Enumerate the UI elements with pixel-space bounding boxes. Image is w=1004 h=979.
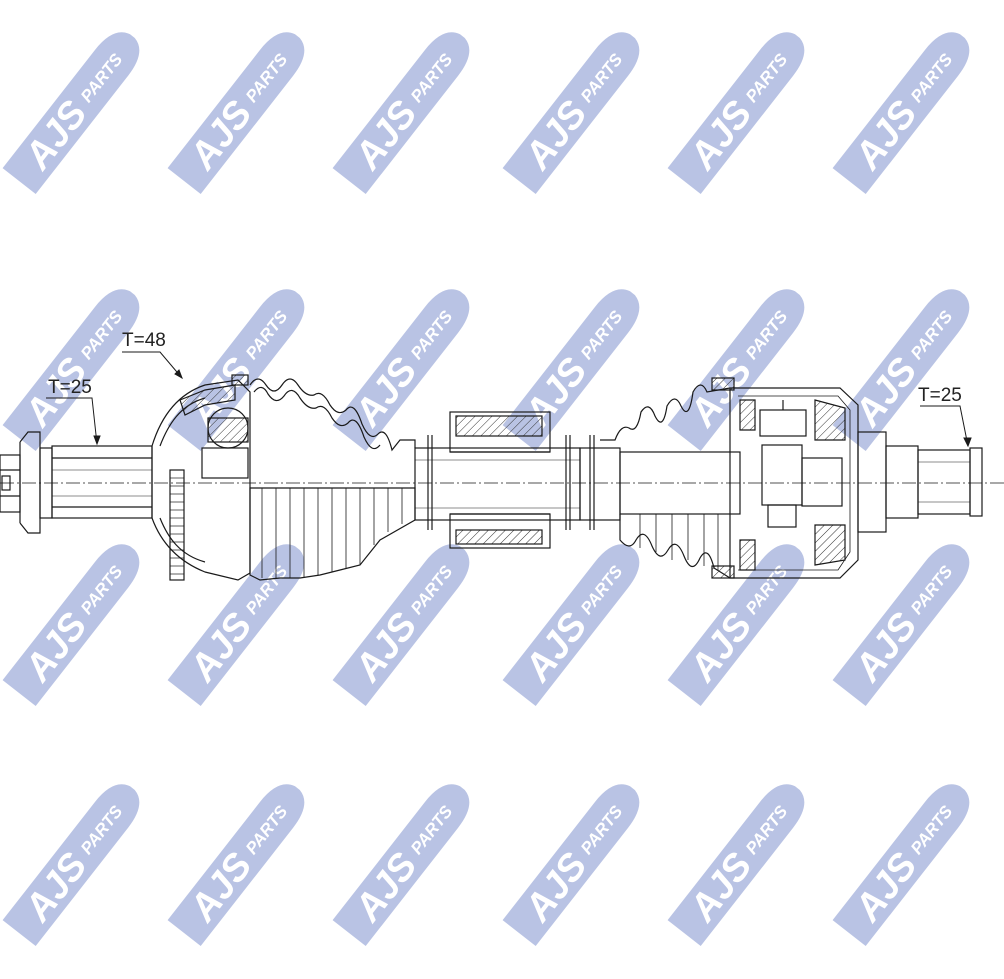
main-shaft [414, 435, 581, 530]
watermark-badge [332, 544, 470, 707]
outer-cv-joint [151, 374, 251, 581]
right-stub [857, 431, 983, 533]
watermark-badge [667, 784, 805, 947]
watermark-badge [667, 32, 805, 195]
watermark-badge [167, 32, 305, 195]
watermark-badge [2, 289, 140, 452]
inner-tripod-joint [729, 387, 859, 579]
watermark-badge [2, 544, 140, 707]
watermark-badge [502, 784, 640, 947]
inner-boot [600, 377, 735, 579]
watermark-badge [332, 784, 470, 947]
left-spline-shaft [51, 445, 153, 519]
outer-boot [249, 378, 416, 581]
callout-leaders [46, 351, 972, 448]
watermark-badge [332, 32, 470, 195]
watermark-badge [667, 289, 805, 452]
watermark-badge [832, 289, 970, 452]
watermark-badge [502, 32, 640, 195]
watermark-badge [167, 784, 305, 947]
watermark-badge [2, 32, 140, 195]
watermark-badge [502, 544, 640, 707]
watermark-badge [832, 32, 970, 195]
axle-assembly [0, 351, 1004, 581]
watermark-badge [667, 544, 805, 707]
right-stub-spec: T=25 [918, 385, 962, 406]
watermark-layer: AJSPARTSAJSPARTSAJSPARTSAJSPARTSAJSPARTS… [2, 32, 970, 947]
watermark-badge [332, 289, 470, 452]
watermark-badge [502, 289, 640, 452]
watermark-badge [832, 784, 970, 947]
left-threaded-stub [0, 431, 53, 534]
watermark-badge [832, 544, 970, 707]
watermark-badge [167, 289, 305, 452]
dynamic-damper [449, 411, 551, 549]
left-stub-spec: T=25 [48, 377, 92, 398]
inner-shaft [579, 435, 741, 530]
abs-ring-spec: T=48 [122, 330, 166, 351]
watermark-badge [167, 544, 305, 707]
watermark-badge [2, 784, 140, 947]
